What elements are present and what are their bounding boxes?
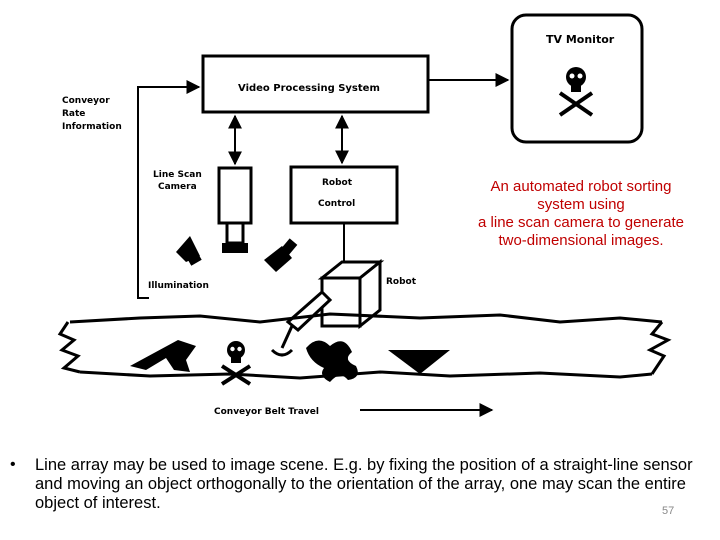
video-processing-label: Video Processing System [238,83,380,94]
conveyor-rate-label-3: Information [62,122,122,132]
diagram-caption: An automated robot sorting system using … [450,178,712,250]
robot-control-label-2: Control [318,199,355,209]
caption-line-4: two-dimensional images. [498,232,664,249]
robot [270,223,385,357]
caption-line-3: a line scan camera to generate [478,214,684,231]
caption-line-2: system using [537,196,625,213]
caption-line-1: An automated robot sorting [490,178,672,195]
illumination-lamps [176,236,298,272]
tv-monitor-label: TV Monitor [546,33,615,46]
skull-crossbones-icon [558,67,594,117]
conveyor-rate-label-1: Conveyor [62,96,110,106]
tv-monitor: TV Monitor [510,13,644,144]
robot-control-label-1: Robot [322,178,353,188]
line-scan-label-1: Line Scan [153,170,202,180]
belt-objects [130,340,450,386]
robot-label: Robot [386,277,417,287]
illumination-label: Illumination [148,281,209,291]
robot-sorting-diagram: TV Monitor Video Processing System Conve… [57,13,672,417]
line-scan-camera [217,114,253,253]
robot-control: Robot Control [289,114,399,225]
conveyor-rate-label-2: Rate [62,109,85,119]
video-processing-system: Video Processing System [201,54,430,114]
conveyor-rate-line [137,80,201,299]
page-number: 57 [662,505,675,517]
conveyor-belt-travel-label: Conveyor Belt Travel [214,407,319,417]
skull-crossbones-icon [220,341,252,386]
conveyor-belt [57,312,672,380]
bullet-text: Line array may be used to image scene. E… [35,456,693,512]
line-scan-label-2: Camera [158,182,197,192]
bullet-marker: • [10,456,16,473]
